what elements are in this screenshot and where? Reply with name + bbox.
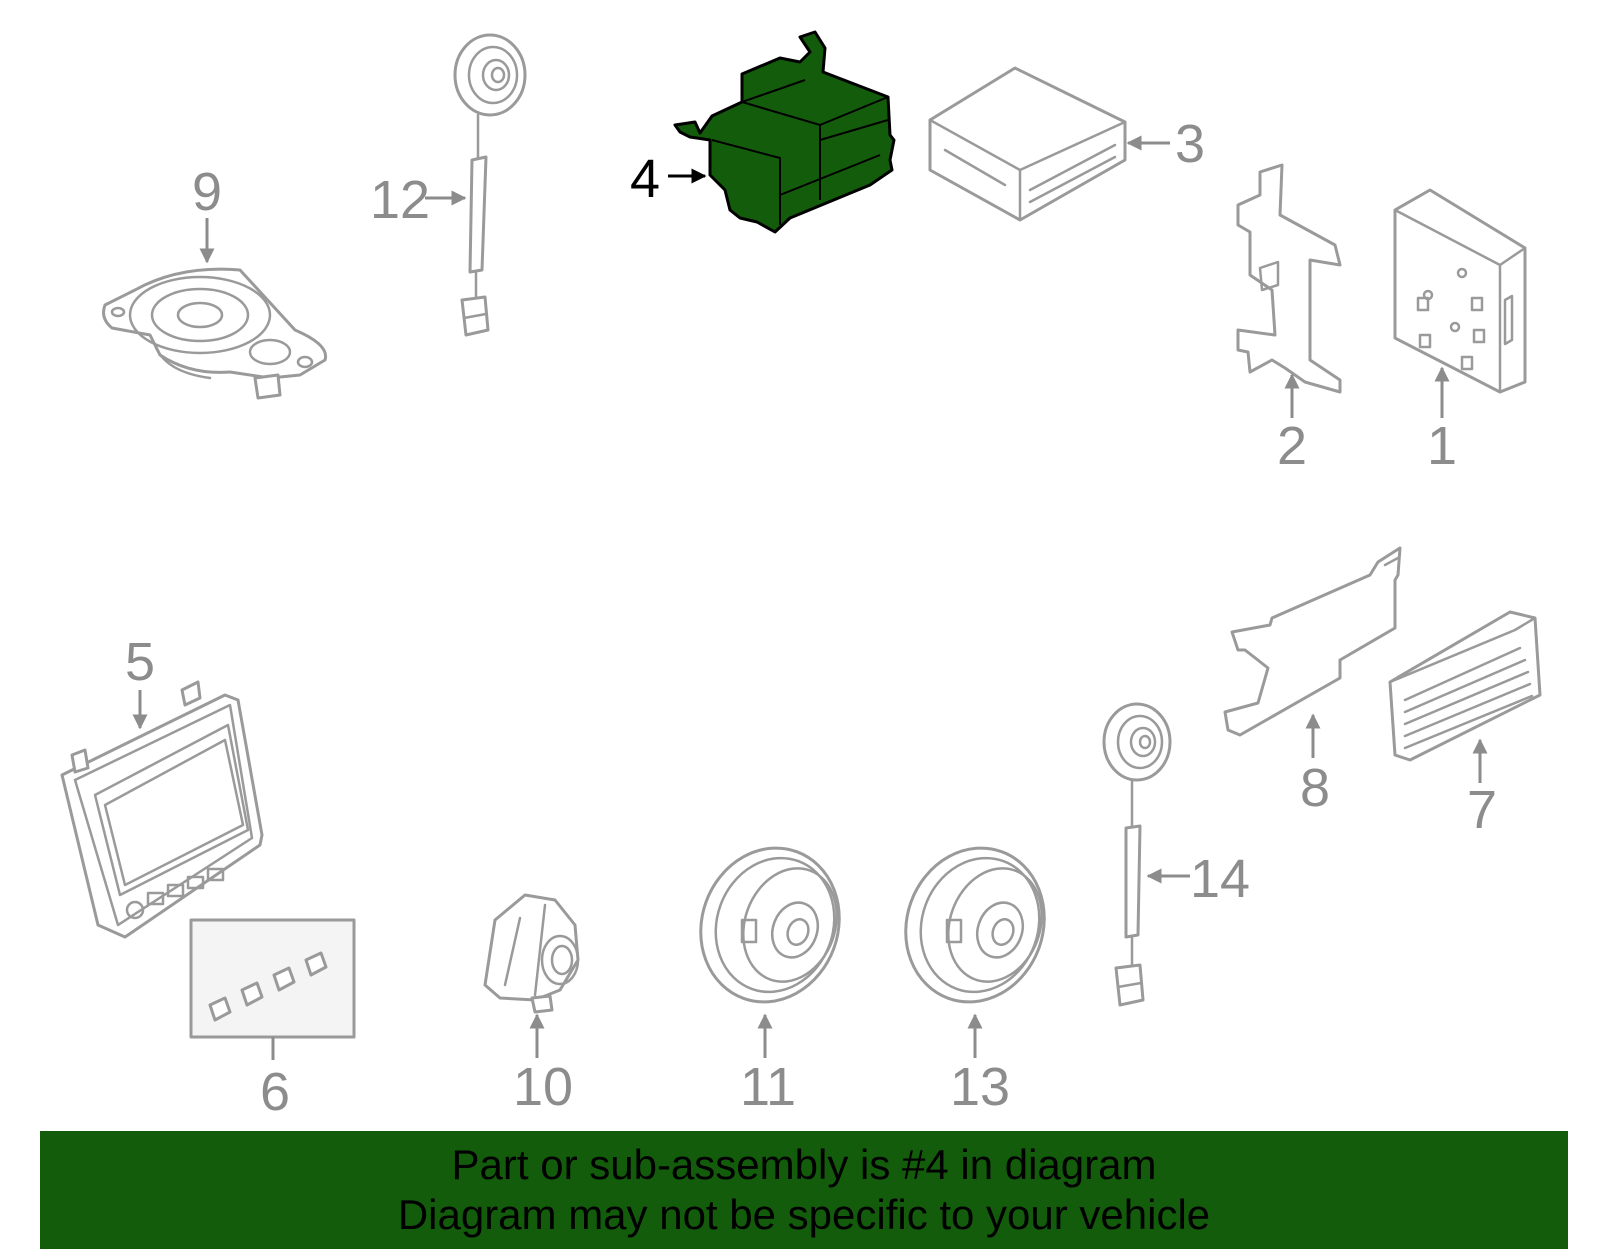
callout-3-label: 3 — [1175, 114, 1205, 174]
callout-12: 12 — [370, 170, 467, 230]
callout-4-label: 4 — [630, 149, 660, 209]
callout-11: 11 — [740, 1013, 796, 1117]
part-14-tweeter[interactable] — [1102, 702, 1172, 1007]
banner-line-1: Part or sub-assembly is #4 in diagram — [451, 1141, 1157, 1188]
callout-6-label: 6 — [260, 1062, 290, 1122]
part-12-tweeter[interactable] — [453, 33, 527, 337]
part-5-display-unit[interactable] — [60, 680, 264, 939]
info-banner: Part or sub-assembly is #4 in diagram Di… — [40, 1131, 1568, 1249]
part-8-bracket[interactable] — [1223, 546, 1402, 737]
callout-3: 3 — [1126, 114, 1205, 174]
callout-7: 7 — [1467, 738, 1497, 840]
part-7-amplifier[interactable] — [1388, 610, 1542, 762]
part-3-module[interactable] — [928, 66, 1127, 222]
callout-14-label: 14 — [1190, 849, 1250, 909]
callout-1-label: 1 — [1427, 416, 1457, 476]
callout-2-label: 2 — [1277, 416, 1307, 476]
callout-13-label: 13 — [950, 1057, 1010, 1117]
part-9-speaker[interactable] — [102, 267, 328, 400]
callout-9-label: 9 — [192, 162, 222, 222]
callout-14: 14 — [1146, 849, 1250, 909]
callout-10: 10 — [513, 1013, 573, 1117]
part-4-module-highlighted[interactable] — [673, 30, 896, 234]
callout-8-label: 8 — [1300, 758, 1330, 818]
callout-13: 13 — [950, 1013, 1010, 1117]
callout-2: 2 — [1277, 373, 1307, 476]
part-6-button-kit[interactable] — [189, 918, 356, 1039]
callout-6: 6 — [260, 1037, 290, 1122]
part-10-speaker[interactable] — [483, 893, 580, 1014]
callout-9: 9 — [192, 162, 222, 264]
callout-10-label: 10 — [513, 1057, 573, 1117]
part-1-control-unit[interactable] — [1393, 188, 1527, 394]
callout-12-label: 12 — [370, 170, 430, 230]
part-2-bracket[interactable] — [1236, 163, 1342, 394]
callout-5: 5 — [125, 632, 155, 730]
callout-5-label: 5 — [125, 632, 155, 692]
callout-11-label: 11 — [740, 1057, 796, 1117]
part-11-woofer[interactable] — [679, 828, 860, 1021]
callout-7-label: 7 — [1467, 780, 1497, 840]
part-13-woofer[interactable] — [884, 828, 1065, 1021]
callout-8: 8 — [1300, 713, 1330, 818]
callout-4: 4 — [630, 149, 707, 209]
callout-1: 1 — [1427, 366, 1457, 476]
banner-line-2: Diagram may not be specific to your vehi… — [397, 1191, 1211, 1238]
